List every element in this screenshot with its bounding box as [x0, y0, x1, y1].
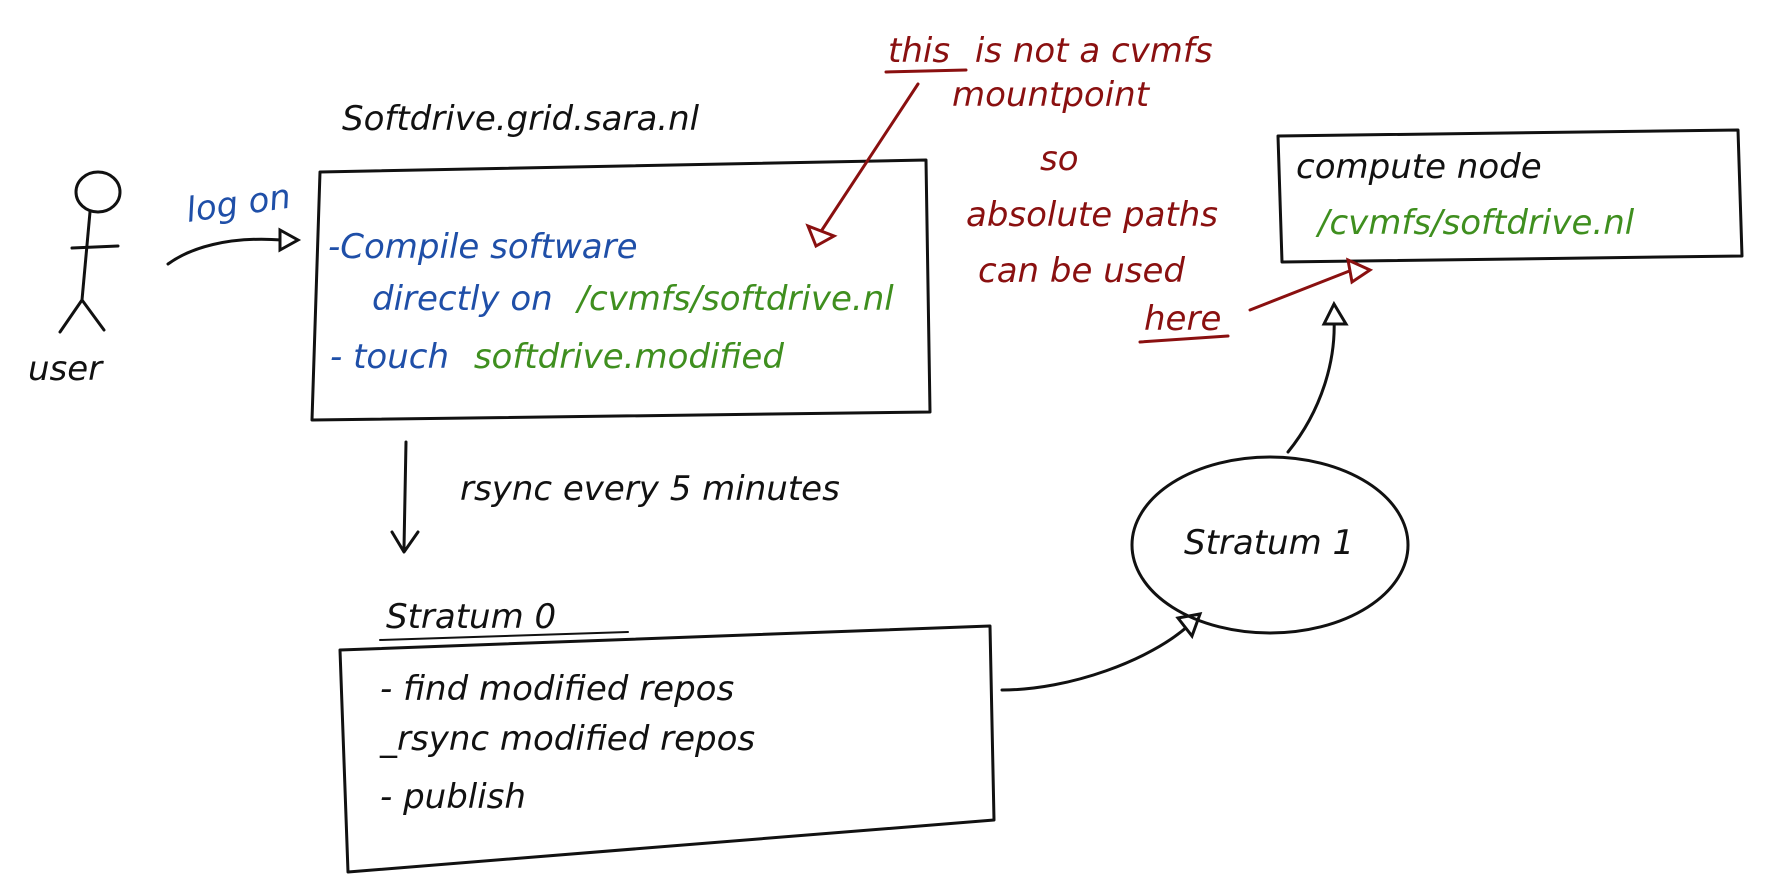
compute-node-box [1276, 128, 1744, 264]
note-mountpoint-arrow [816, 82, 920, 238]
note-mountpoint-line2: mountpoint [952, 75, 1151, 115]
softdrive-line3-file: softdrive.modified [474, 337, 785, 377]
stratum0-item: - find modified repos [380, 669, 734, 709]
note-paths-line3: can be used [978, 251, 1185, 291]
note-mountpoint-arrowhead [805, 223, 838, 249]
note-mountpoint-line1: this is not a cvmfs [888, 31, 1213, 71]
stratum1-ellipse [1130, 455, 1410, 635]
rsync-arrow [402, 440, 408, 550]
softdrive-box [310, 158, 932, 422]
rsync-arrowhead [390, 530, 420, 554]
note-mountpoint-word: this [888, 31, 950, 71]
note-here-underline [1138, 334, 1230, 344]
softdrive-line2-path: /cvmfs/softdrive.nl [575, 279, 895, 319]
note-here-arrowhead [1346, 257, 1374, 285]
stratum1-to-compute-arrowhead [1321, 300, 1349, 326]
softdrive-line1: -Compile software [328, 227, 638, 267]
user-arms [70, 244, 120, 250]
note-paths-line2: absolute paths [966, 195, 1218, 235]
note-this-underline [884, 68, 968, 74]
user-legs [58, 298, 106, 334]
user-label: user [28, 349, 104, 389]
stratum1-to-compute-arrow [1286, 316, 1336, 454]
note-paths-line4: here [1144, 299, 1221, 339]
stratum0-box [338, 624, 996, 874]
compute-node-path: /cvmfs/softdrive.nl [1315, 203, 1635, 243]
logon-label: log on [184, 177, 294, 231]
softdrive-line2: directly on /cvmfs/softdrive.nl [372, 279, 894, 319]
user-figure [58, 170, 122, 334]
softdrive-line2-text: directly on [372, 279, 553, 319]
stratum0-item: _rsync modified repos [379, 719, 755, 759]
user-body [80, 210, 92, 302]
note-here-arrow [1248, 268, 1354, 312]
logon-arrow [166, 237, 284, 266]
softdrive-line3: - touch softdrive.modified [330, 337, 784, 377]
stratum0-item: - publish [380, 777, 526, 817]
stratum0-underline [379, 631, 629, 641]
softdrive-hostname: Softdrive.grid.sara.nl [342, 99, 700, 139]
note-paths-line1: so [1040, 139, 1079, 179]
user-head [74, 170, 122, 214]
softdrive-line1-text: -Compile software [328, 227, 638, 267]
softdrive-line3-text: - touch [330, 337, 449, 377]
note-mountpoint-rest: is not a cvmfs [975, 31, 1213, 71]
stratum0-to-stratum1-arrow [1000, 624, 1190, 692]
stratum1-label: Stratum 1 [1184, 523, 1354, 563]
compute-node-title: compute node [1296, 147, 1542, 187]
logon-arrowhead [278, 227, 302, 253]
stratum0-title: Stratum 0 [386, 597, 556, 637]
rsync-label: rsync every 5 minutes [460, 469, 840, 509]
